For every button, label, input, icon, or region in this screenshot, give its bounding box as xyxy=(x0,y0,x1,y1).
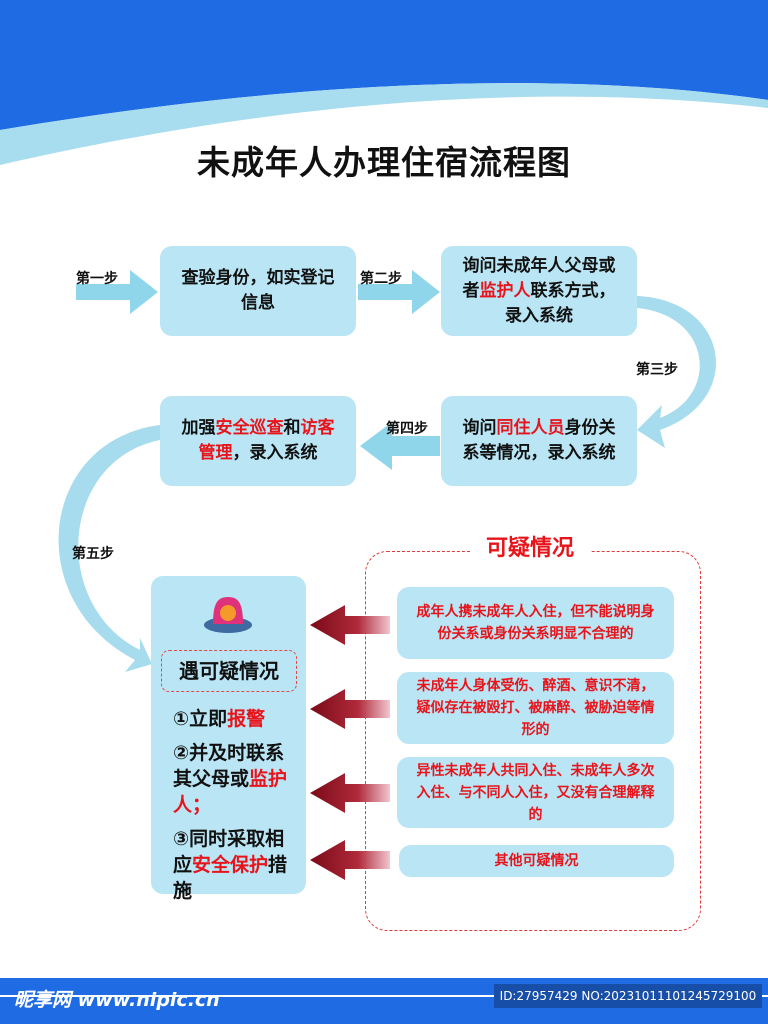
step-label: 第五步 xyxy=(72,546,114,562)
box-text: 身份关系等情况，录入系统 xyxy=(462,418,616,463)
step3-arrow xyxy=(637,296,717,448)
case-arrow xyxy=(310,689,390,729)
box-text-highlight: 监护人 xyxy=(479,280,531,301)
alarm-item: ②并及时联系其父母或监护人； xyxy=(173,742,288,816)
case-box: 未成年人身体受伤、醉酒、意识不清，疑似存在被殴打、被麻醉、被胁迫等情形的 xyxy=(397,672,674,744)
box-text: 询问 xyxy=(462,418,497,438)
step4-arrow xyxy=(360,422,440,470)
case-box: 其他可疑情况 xyxy=(399,845,674,877)
box-text-highlight: 访客管理 xyxy=(198,418,335,463)
step5-arrow xyxy=(58,425,160,672)
alarm-box: 遇可疑情况 ①立即报警 ②并及时联系其父母或监护人； ③同时采取相应安全保护措施 xyxy=(151,576,306,902)
step-label: 第二步 xyxy=(360,271,402,287)
case-arrow xyxy=(310,840,390,880)
page-title: 未成年人办理住宿流程图 xyxy=(197,143,571,182)
step3-box: 询问同住人员身份关系等情况，录入系统 xyxy=(441,396,637,486)
case-box: 成年人携未成年人入住，但不能说明身份关系或身份关系明显不合理的 xyxy=(397,587,674,659)
siren-icon xyxy=(204,597,252,633)
footer-line xyxy=(0,995,768,997)
case-box: 异性未成年人共同入住、未成年人多次入住、与不同人入住，又没有合理解释的 xyxy=(397,757,674,828)
header-blue-wave xyxy=(0,0,768,130)
box-text: 询问未成年人父母或者 xyxy=(462,255,616,301)
alarm-title: 遇可疑情况 xyxy=(161,650,297,692)
step1-box: 查验身份，如实登记信息 xyxy=(160,246,356,336)
step-label: 第一步 xyxy=(76,271,118,287)
box-text: 联系方式，录入系统 xyxy=(505,280,616,326)
box-text: 和 xyxy=(283,418,301,438)
step1-arrow xyxy=(76,270,158,314)
image-id: ID:27957429 NO:20231011101245729100 xyxy=(494,984,762,1008)
box-text: ，录入系统 xyxy=(232,443,318,463)
step-label: 第三步 xyxy=(636,362,678,378)
watermark-logo: 昵享网 www.nipic.cn xyxy=(14,989,220,1011)
box-text: 加强 xyxy=(181,418,216,438)
box-text-highlight: 安全巡查 xyxy=(215,418,284,438)
alarm-item: ③同时采取相应安全保护措施 xyxy=(173,828,288,902)
case-arrows xyxy=(310,605,390,880)
step2-box: 询问未成年人父母或者监护人联系方式，录入系统 xyxy=(441,246,637,336)
box-text: 查验身份，如实登记信息 xyxy=(181,268,335,313)
alarm-item: ①立即报警 xyxy=(173,708,266,730)
step2-arrow xyxy=(358,270,440,314)
step-label: 第四步 xyxy=(386,421,428,437)
case-arrow xyxy=(310,605,390,645)
suspicious-title: 可疑情况 xyxy=(470,530,590,562)
step4-box: 加强安全巡查和访客管理，录入系统 xyxy=(160,396,356,486)
header-light-wave xyxy=(0,83,768,165)
case-arrow xyxy=(310,773,390,813)
box-text-highlight: 同住人员 xyxy=(496,418,565,438)
